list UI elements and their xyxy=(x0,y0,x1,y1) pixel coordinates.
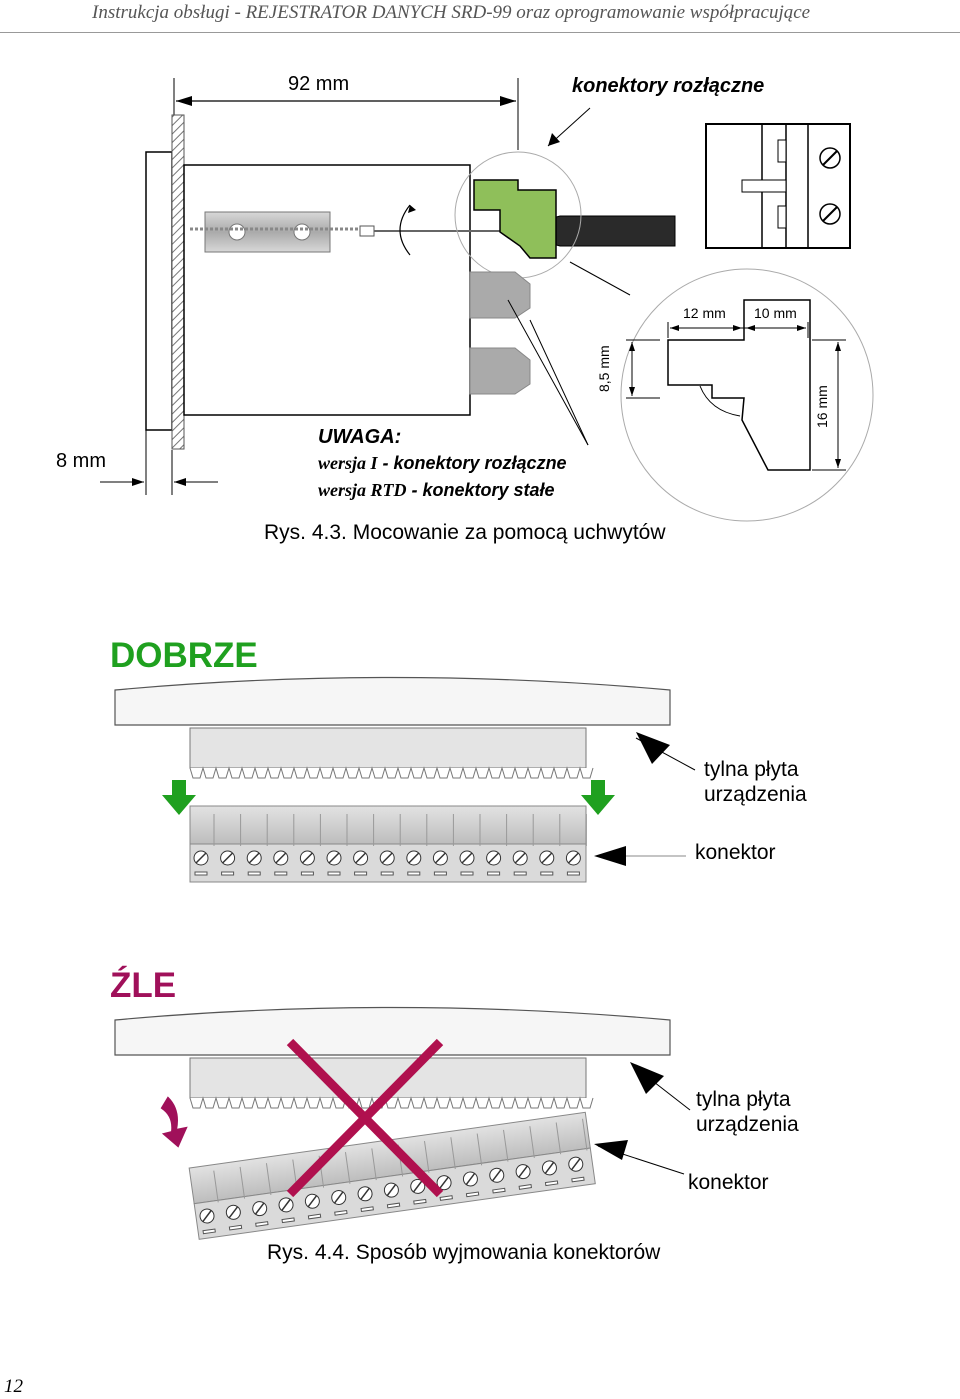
rear-plate-line1: tylna płyta xyxy=(696,1088,791,1111)
note-title: UWAGA: xyxy=(318,426,402,448)
dim-10mm: 10 mm xyxy=(754,305,797,321)
dim-8-5mm: 8,5 mm xyxy=(596,345,612,392)
rear-plate-label-bad: tylna płyta urządzenia xyxy=(696,1087,799,1137)
dim-12mm: 12 mm xyxy=(683,305,726,321)
rear-plate-label-good: tylna płyta urządzenia xyxy=(704,757,807,807)
rear-plate-line2: urządzenia xyxy=(704,783,807,806)
note-line-2-version: wersja RTD xyxy=(318,480,407,500)
page-number: 12 xyxy=(4,1376,23,1397)
note-line-1-version: wersja I xyxy=(318,453,378,473)
rear-plate-line1: tylna płyta xyxy=(704,758,799,781)
connector-label-bad: konektor xyxy=(688,1171,769,1194)
page-header-title: Instrukcja obsługi - REJESTRATOR DANYCH … xyxy=(92,2,811,23)
good-label: DOBRZE xyxy=(110,636,258,675)
fig44-good-drawing xyxy=(114,676,696,883)
dim-8mm: 8 mm xyxy=(56,450,106,472)
note-line-2: wersja RTD - konektory stałe xyxy=(318,480,555,501)
header-rule xyxy=(0,32,960,33)
removable-connectors-label: konektory rozłączne xyxy=(572,75,765,97)
fig43-drawing xyxy=(100,78,874,522)
note-line-1: wersja I - konektory rozłączne xyxy=(318,453,567,474)
bad-label: ŹLE xyxy=(110,966,177,1005)
rear-plate-line2: urządzenia xyxy=(696,1113,799,1136)
dim-16mm: 16 mm xyxy=(814,385,830,428)
dim-92mm: 92 mm xyxy=(288,73,350,95)
note-line-2-text: - konektory stałe xyxy=(406,480,555,500)
note-line-1-text: - konektory rozłączne xyxy=(377,453,567,473)
connector-label-good: konektor xyxy=(695,841,776,864)
fig44-bad-drawing xyxy=(114,1006,691,1240)
caption-fig-4-4: Rys. 4.4. Sposób wyjmowania konektorów xyxy=(267,1241,661,1264)
caption-fig-4-3: Rys. 4.3. Mocowanie za pomocą uchwytów xyxy=(264,521,666,544)
